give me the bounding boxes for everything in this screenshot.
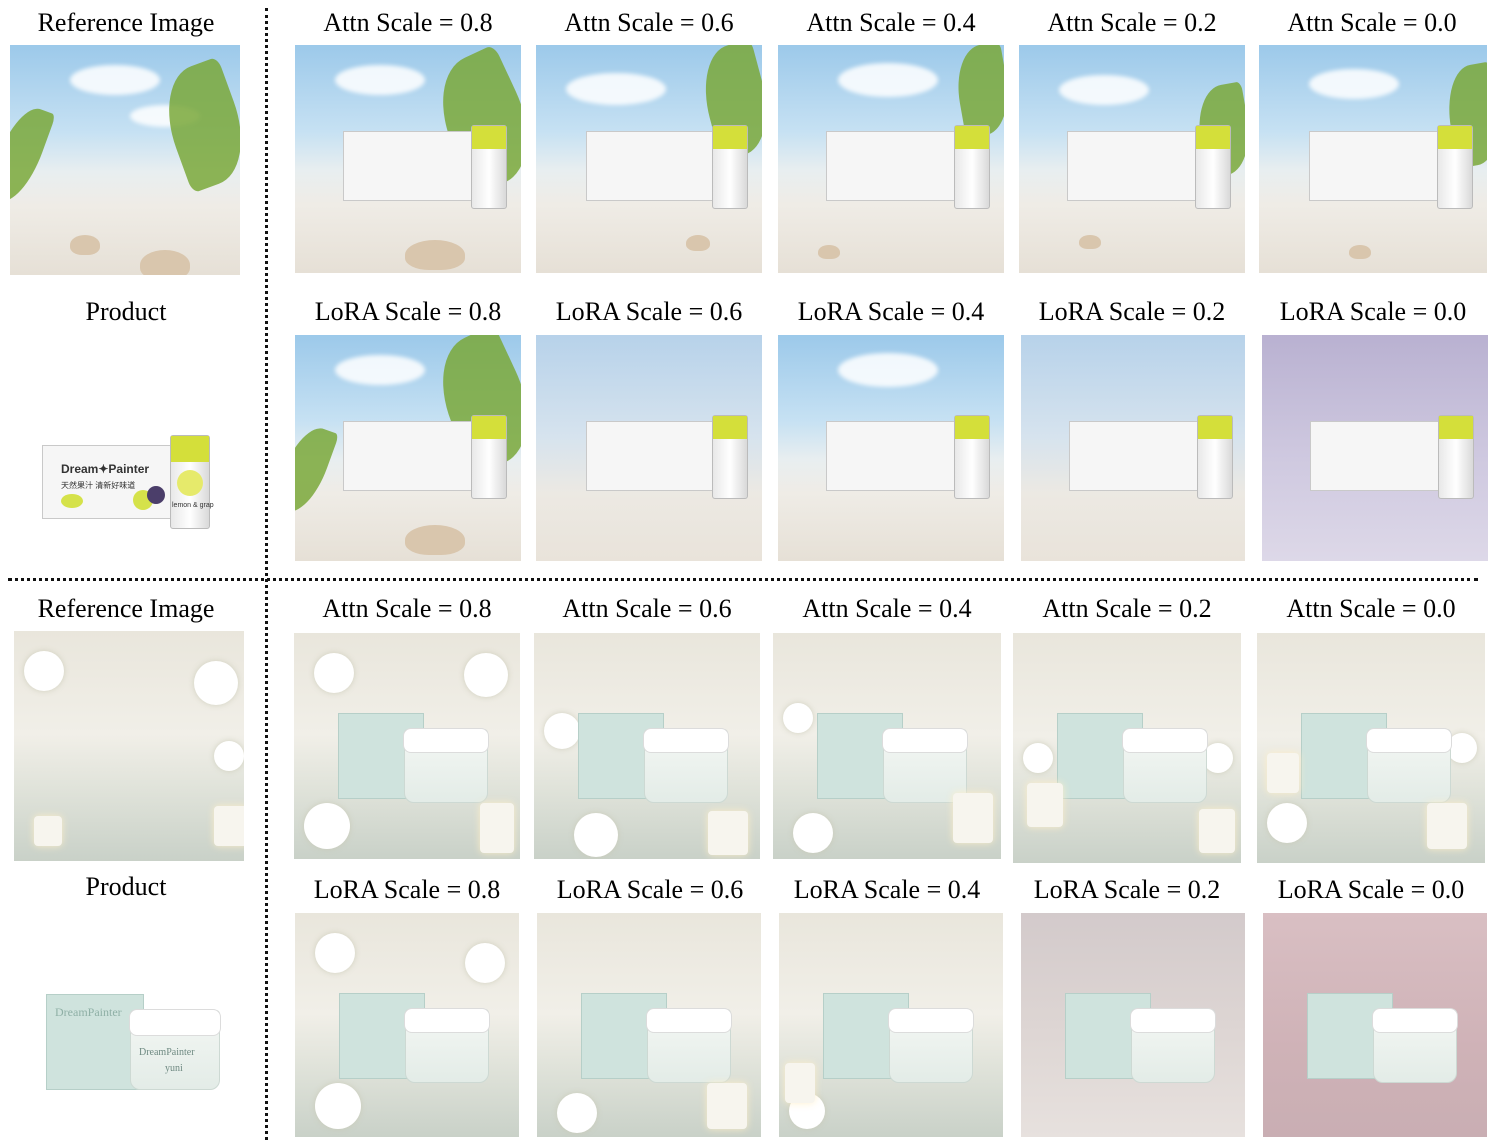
- lora-result-1-06: [536, 335, 762, 561]
- lora-result-2-06: [537, 913, 761, 1137]
- jar-sub-text: yuni: [165, 1063, 183, 1074]
- attn-result-2-02: [1013, 633, 1241, 863]
- lora-label-2-06: LoRA Scale = 0.6: [556, 875, 744, 904]
- attn-label-2-08: Attn Scale = 0.8: [322, 594, 492, 623]
- reference-image-flowers: [14, 631, 244, 861]
- jar-brand-text: DreamPainter: [139, 1047, 195, 1058]
- attn-result-1-08: [295, 45, 521, 273]
- vertical-divider: [265, 8, 268, 1140]
- attn-result-2-00: [1257, 633, 1485, 863]
- attn-result-1-00: [1259, 45, 1487, 273]
- lora-label-1-08: LoRA Scale = 0.8: [314, 297, 502, 326]
- product-subtitle-text: 天然果汁 清新好味道: [61, 481, 136, 490]
- horizontal-divider: [8, 578, 1478, 581]
- can-text: lemon & grap: [172, 502, 214, 509]
- attn-label-1-08: Attn Scale = 0.8: [323, 8, 493, 37]
- attn-result-2-06: [534, 633, 760, 859]
- reference-label-1: Reference Image: [37, 8, 215, 37]
- lora-label-1-02: LoRA Scale = 0.2: [1038, 297, 1226, 326]
- reference-label-2: Reference Image: [37, 594, 215, 623]
- attn-label-2-06: Attn Scale = 0.6: [562, 594, 732, 623]
- lora-label-2-02: LoRA Scale = 0.2: [1033, 875, 1221, 904]
- attn-label-1-06: Attn Scale = 0.6: [564, 8, 734, 37]
- lora-result-1-08: [295, 335, 521, 561]
- attn-result-1-04: [778, 45, 1004, 273]
- lora-result-2-02: [1021, 913, 1245, 1137]
- lora-result-2-00: [1263, 913, 1487, 1137]
- lora-label-2-08: LoRA Scale = 0.8: [313, 875, 501, 904]
- attn-label-2-02: Attn Scale = 0.2: [1042, 594, 1212, 623]
- product-label-2: Product: [85, 872, 167, 901]
- attn-label-1-04: Attn Scale = 0.4: [806, 8, 976, 37]
- lora-label-1-06: LoRA Scale = 0.6: [555, 297, 743, 326]
- reference-image-beach: [10, 45, 240, 275]
- lora-label-1-04: LoRA Scale = 0.4: [797, 297, 985, 326]
- product-image-cream: DreamPainter DreamPainter yuni: [14, 912, 244, 1140]
- attn-result-2-08: [294, 633, 520, 859]
- lora-result-2-08: [295, 913, 519, 1137]
- box-brand-text: DreamPainter: [55, 1005, 122, 1019]
- lora-result-1-04: [778, 335, 1004, 561]
- lora-label-2-04: LoRA Scale = 0.4: [793, 875, 981, 904]
- attn-result-2-04: [773, 633, 1001, 859]
- attn-label-1-02: Attn Scale = 0.2: [1047, 8, 1217, 37]
- lora-label-2-00: LoRA Scale = 0.0: [1277, 875, 1465, 904]
- attn-label-2-00: Attn Scale = 0.0: [1286, 594, 1456, 623]
- lora-result-1-00: [1262, 335, 1488, 561]
- lora-result-1-02: [1021, 335, 1245, 561]
- product-image-juice: Dream✦Painter 天然果汁 清新好味道 lemon & grap: [12, 335, 240, 563]
- attn-label-2-04: Attn Scale = 0.4: [802, 594, 972, 623]
- attn-label-1-00: Attn Scale = 0.0: [1287, 8, 1457, 37]
- lora-label-1-00: LoRA Scale = 0.0: [1279, 297, 1467, 326]
- product-brand-text: Dream✦Painter: [61, 462, 150, 476]
- product-label-1: Product: [85, 297, 167, 326]
- attn-result-1-02: [1019, 45, 1245, 273]
- attn-result-1-06: [536, 45, 762, 273]
- lora-result-2-04: [779, 913, 1003, 1137]
